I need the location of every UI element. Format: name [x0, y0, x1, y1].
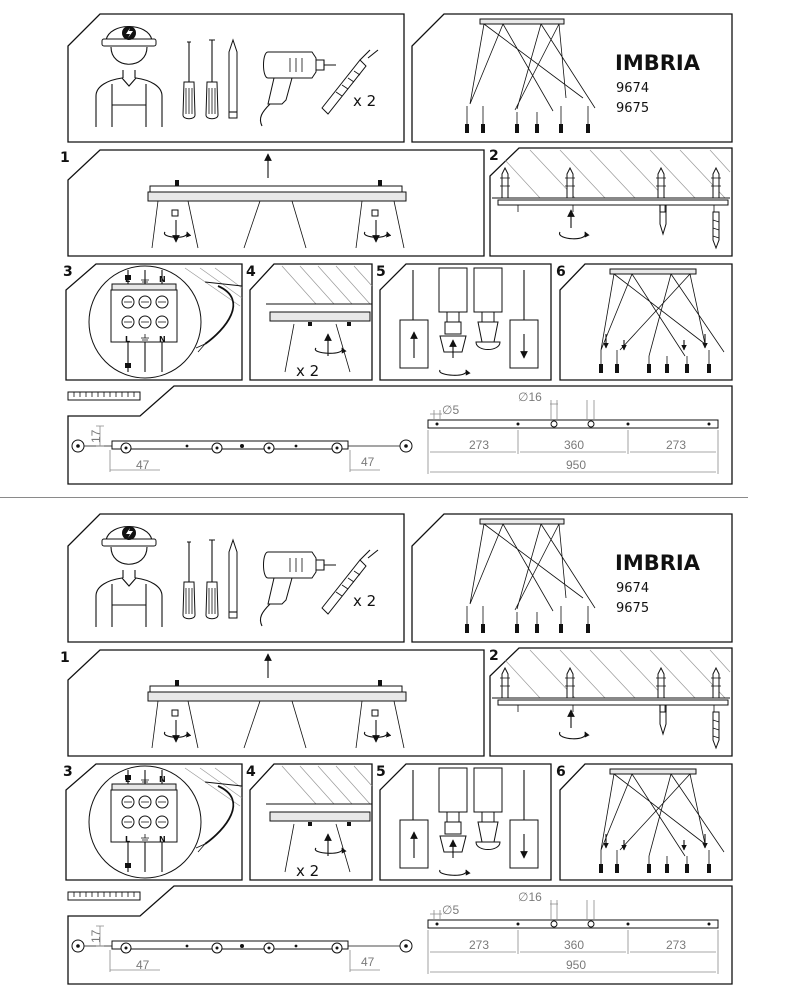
terminal-live-top: L: [125, 275, 130, 284]
earth-icon: [141, 776, 149, 843]
step-2-number: 2: [489, 148, 499, 164]
product-name: IMBRIA: [615, 51, 701, 75]
step-2-panel: [489, 147, 733, 257]
step-2-panel: [489, 647, 733, 757]
dim-offset-left: 47: [136, 958, 150, 972]
wall-plug-icon: x 2: [321, 49, 379, 115]
dim-segment-middle: 360: [564, 938, 584, 952]
product-panel: IMBRIA 9674 9675: [411, 513, 733, 643]
step-4-quantity: x 2: [296, 362, 319, 380]
step-3-number: 3: [63, 264, 73, 280]
step-1-number: 1: [60, 650, 70, 666]
electrician-icon: [95, 26, 163, 127]
step-1-panel: [67, 149, 485, 257]
dim-offset-right: 47: [361, 455, 375, 469]
instruction-sheet-top: x 2 IMBRIA 9674 9675 1: [60, 13, 733, 485]
screwdriver-icon: [182, 38, 238, 120]
dimensions-panel: 17 47 47 ∅5 ∅16 273 360 273 950: [67, 885, 733, 985]
ruler-icon: [67, 391, 141, 401]
step-6-number: 6: [556, 764, 566, 780]
instruction-drawing: x 2 IMBRIA 9674 9675 1: [60, 513, 733, 985]
terminal-neutral-top: N: [159, 775, 166, 784]
dowel-quantity: x 2: [353, 92, 376, 110]
dim-total-length: 950: [566, 458, 586, 472]
dim-hole-small: ∅5: [442, 903, 459, 917]
dim-segment-left: 273: [469, 938, 489, 952]
terminal-neutral-bottom: N: [159, 335, 166, 344]
dim-offset-right: 47: [361, 955, 375, 969]
terminal-live-bottom: L: [125, 835, 130, 844]
step-6-panel: [559, 263, 733, 381]
wall-plug-icon: x 2: [321, 549, 379, 615]
product-code-1: 9674: [616, 81, 649, 96]
terminal-live-bottom: L: [125, 335, 130, 344]
step-5-panel: [379, 763, 552, 881]
ruler-icon: [67, 891, 141, 901]
dim-segment-middle: 360: [564, 438, 584, 452]
dim-offset-left: 47: [136, 458, 150, 472]
step-4-panel: x 2: [249, 263, 373, 381]
dowel-quantity: x 2: [353, 592, 376, 610]
dim-hole-large: ∅16: [518, 390, 542, 404]
electrician-icon: [95, 526, 163, 627]
dim-height: 17: [89, 429, 103, 443]
product-code-1: 9674: [616, 581, 649, 596]
screwdriver-icon: [182, 538, 238, 620]
dim-segment-left: 273: [469, 438, 489, 452]
dim-segment-right: 273: [666, 938, 686, 952]
step-2-number: 2: [489, 648, 499, 664]
drill-icon: [259, 551, 336, 627]
dim-total-length: 950: [566, 958, 586, 972]
sheet-divider: [0, 497, 748, 498]
step-5-panel: [379, 263, 552, 381]
instruction-sheet-bottom: x 2 IMBRIA 9674 9675 1: [0, 500, 800, 1000]
dim-height: 17: [89, 929, 103, 943]
step-3-panel: L N L N: [65, 263, 243, 381]
product-code-2: 9675: [616, 601, 649, 616]
dim-hole-small: ∅5: [442, 403, 459, 417]
step-5-number: 5: [376, 764, 386, 780]
step-4-number: 4: [246, 764, 256, 780]
terminal-live-top: L: [125, 775, 130, 784]
step-1-panel: [67, 649, 485, 757]
step-6-panel: [559, 763, 733, 881]
step-4-number: 4: [246, 264, 256, 280]
step-6-number: 6: [556, 264, 566, 280]
dimensions-panel: 17 47 47 ∅5 ∅16 273 360 273 950: [67, 385, 733, 485]
step-3-panel: L N L N: [65, 763, 243, 881]
step-3-number: 3: [63, 764, 73, 780]
dim-hole-large: ∅16: [518, 890, 542, 904]
product-panel: IMBRIA 9674 9675: [411, 13, 733, 143]
step-4-quantity: x 2: [296, 862, 319, 880]
tools-panel: x 2: [67, 13, 405, 143]
product-name: IMBRIA: [615, 551, 701, 575]
step-5-number: 5: [376, 264, 386, 280]
terminal-neutral-top: N: [159, 275, 166, 284]
dim-segment-right: 273: [666, 438, 686, 452]
step-1-number: 1: [60, 150, 70, 166]
instruction-drawing: x 2 IMBRIA 9674 9675 1: [60, 13, 733, 485]
earth-icon: [141, 276, 149, 343]
terminal-neutral-bottom: N: [159, 835, 166, 844]
tools-panel: x 2: [67, 513, 405, 643]
step-4-panel: x 2: [249, 763, 373, 881]
product-code-2: 9675: [616, 101, 649, 116]
drill-icon: [259, 51, 336, 127]
